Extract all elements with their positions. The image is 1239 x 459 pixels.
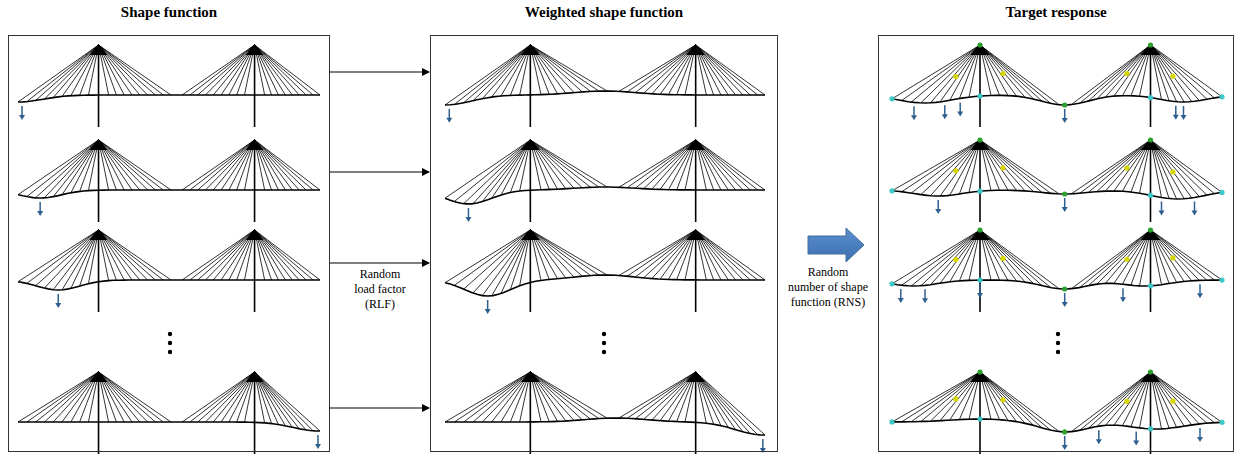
bridge-figure — [445, 229, 765, 314]
panel-box: Target response — [878, 35, 1234, 452]
arrow-connector — [330, 262, 429, 263]
ellipsis-dot — [602, 350, 606, 354]
ellipsis-dot — [1056, 350, 1060, 354]
bridge-figure — [18, 229, 320, 312]
panel-heading: Target response — [879, 4, 1233, 21]
arrow-connector — [330, 171, 429, 172]
ellipsis-dot — [602, 332, 606, 336]
ellipsis-dot — [1056, 332, 1060, 336]
bridge-figure — [18, 44, 320, 127]
ellipsis-dot — [168, 332, 172, 336]
bridge-figure — [889, 369, 1224, 454]
bridge-figure — [889, 42, 1224, 127]
ellipsis-dot — [168, 350, 172, 354]
bridge-figure — [18, 139, 320, 222]
arrow-connector — [330, 71, 429, 72]
bridge-figure — [445, 371, 766, 454]
panel-heading: Shape function — [9, 4, 329, 21]
ellipsis-dot — [602, 341, 606, 345]
edge-label: Random load factor (RLF) — [349, 267, 411, 312]
bridge-figure — [18, 371, 321, 454]
arrow-connector — [330, 407, 429, 408]
bridge-figure — [889, 227, 1224, 312]
block-arrow — [808, 228, 864, 262]
panel-box: Shape function — [8, 35, 330, 452]
panel-box: Weighted shape function — [430, 35, 778, 452]
bridge-figure — [889, 137, 1224, 222]
edge-label: Random number of shape function (RNS) — [788, 265, 868, 310]
ellipsis-dot — [1056, 341, 1060, 345]
panel-heading: Weighted shape function — [431, 4, 777, 21]
ellipsis-dot — [168, 341, 172, 345]
bridge-figure — [445, 44, 765, 127]
bridge-figure — [445, 139, 765, 222]
